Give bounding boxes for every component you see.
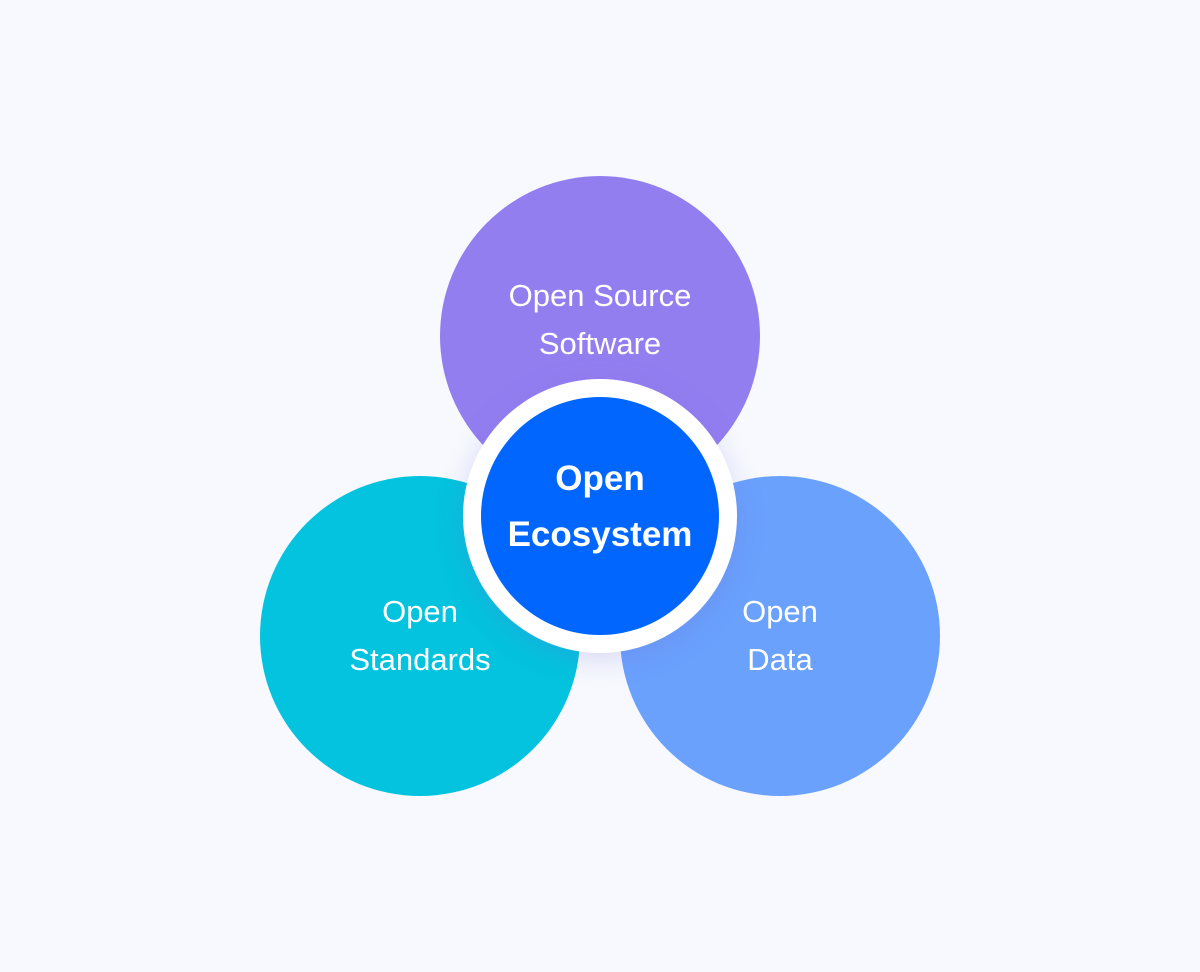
open-ecosystem-circle: Open Ecosystem bbox=[481, 397, 719, 635]
open-source-software-label: Open Source Software bbox=[508, 278, 692, 361]
open-standards-label: Open Standards bbox=[349, 594, 491, 677]
open-ecosystem-label: Open Ecosystem bbox=[507, 459, 693, 554]
open-data-label: Open Data bbox=[742, 594, 818, 677]
